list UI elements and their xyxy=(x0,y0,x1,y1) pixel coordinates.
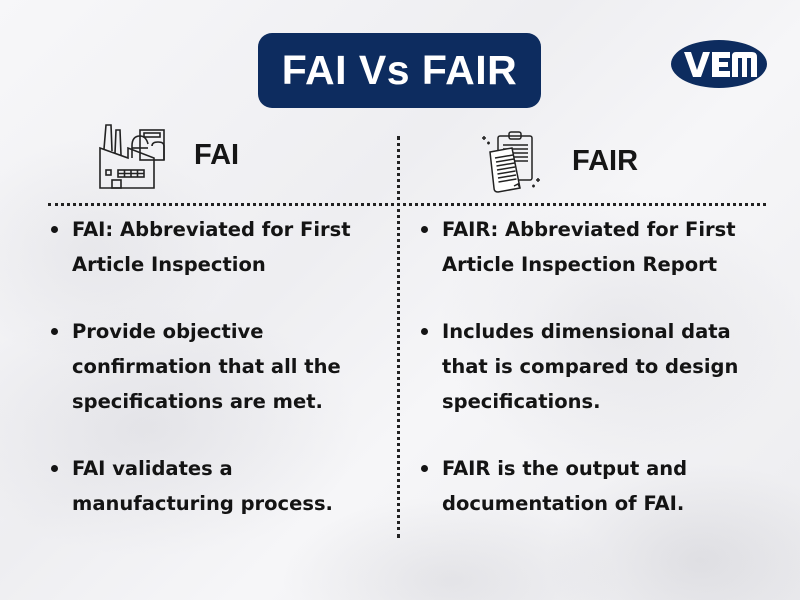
vem-logo-icon xyxy=(671,40,767,88)
list-item: Includes dimensional data that is compar… xyxy=(420,314,772,419)
title-banner: FAI Vs FAIR xyxy=(258,33,541,108)
list-item: FAI validates a manufacturing process. xyxy=(50,451,352,521)
list-item: FAIR: Abbreviated for First Article Insp… xyxy=(420,212,762,282)
fair-heading: FAIR xyxy=(478,128,638,194)
fai-heading: FAI xyxy=(96,120,239,190)
list-item: Provide objective confirmation that all … xyxy=(50,314,372,419)
fai-bullet-list: FAI: Abbreviated for First Article Inspe… xyxy=(50,212,380,553)
horizontal-dotted-divider xyxy=(48,203,766,206)
fai-heading-label: FAI xyxy=(194,138,240,171)
page-title: FAI Vs FAIR xyxy=(281,47,518,93)
vem-logo xyxy=(670,39,768,89)
fair-heading-label: FAIR xyxy=(572,144,639,177)
list-item: FAI: Abbreviated for First Article Inspe… xyxy=(50,212,372,282)
fair-bullet-list: FAIR: Abbreviated for First Article Insp… xyxy=(420,212,780,553)
list-item: FAIR is the output and documentation of … xyxy=(420,451,732,521)
clipboard-documents-icon xyxy=(482,131,540,193)
factory-icon xyxy=(99,124,165,189)
vertical-dotted-divider xyxy=(397,136,400,538)
